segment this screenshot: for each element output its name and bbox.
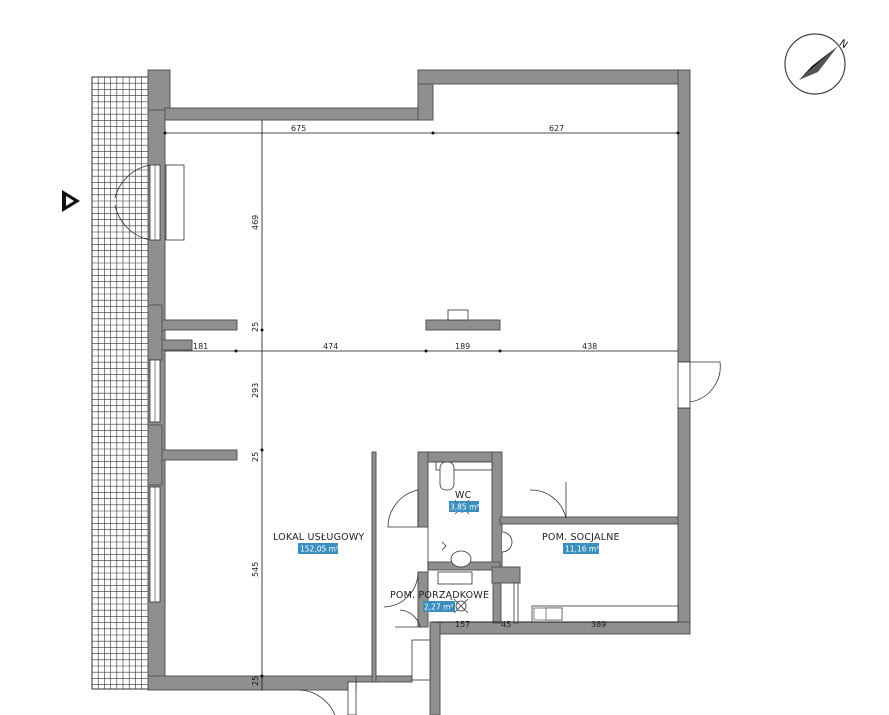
entrance-arrow-icon — [62, 190, 80, 212]
entrance-door — [114, 164, 185, 241]
room-area: 3,85 m² — [450, 503, 479, 512]
balcony-grid — [91, 76, 149, 690]
room-area: 2,27 m² — [424, 603, 453, 612]
room-area: 11,16 m² — [565, 545, 599, 554]
wc-walls — [371, 451, 679, 683]
dim-vert-small-1: 25 — [251, 322, 260, 332]
room-name: WC — [455, 490, 472, 501]
dim-bottom-157: 157 — [455, 620, 470, 629]
dim-bottom-389: 389 — [591, 620, 606, 629]
dim-bottom-45: 45 — [501, 620, 511, 629]
left-windows — [149, 164, 161, 603]
dim-vert-bottom: 25 — [251, 676, 260, 686]
dim-top-right: 627 — [549, 124, 564, 133]
sink-icon — [501, 531, 513, 553]
interior-doors — [299, 482, 567, 715]
right-door — [677, 361, 721, 409]
wc-fixtures — [435, 461, 493, 614]
dim-vert-lower: 545 — [251, 562, 260, 577]
room-name: POM. PORZĄDKOWE — [390, 590, 489, 601]
center-stub — [425, 309, 501, 331]
room-socjalne: POM. SOCJALNE 11,16 m² — [542, 532, 620, 554]
room-area: 152,05 m² — [300, 545, 339, 554]
room-porzadkowe: POM. PORZĄDKOWE 2,27 m² — [390, 590, 489, 612]
dim-mid-1: 181 — [193, 342, 208, 351]
room-name: POM. SOCJALNE — [542, 532, 620, 543]
dim-vert-small-2: 25 — [251, 452, 260, 462]
dim-top-left: 675 — [291, 124, 306, 133]
room-lokal: LOKAL USŁUGOWY 152,05 m² — [273, 532, 364, 554]
dim-mid-3: 189 — [455, 342, 470, 351]
dim-mid-2: 474 — [323, 342, 338, 351]
kitchen-counter — [531, 605, 679, 623]
floor-drain-icon — [453, 598, 469, 614]
dim-vert-upper: 469 — [251, 215, 260, 230]
compass-icon: N — [784, 33, 849, 95]
room-name: LOKAL USŁUGOWY — [273, 532, 364, 543]
room-wc: WC 3,85 m² — [449, 490, 479, 512]
dim-vert-middle: 293 — [251, 383, 260, 398]
dimension-lines — [163, 120, 680, 690]
dim-mid-4: 438 — [582, 342, 597, 351]
left-wall-stubs — [147, 304, 238, 486]
